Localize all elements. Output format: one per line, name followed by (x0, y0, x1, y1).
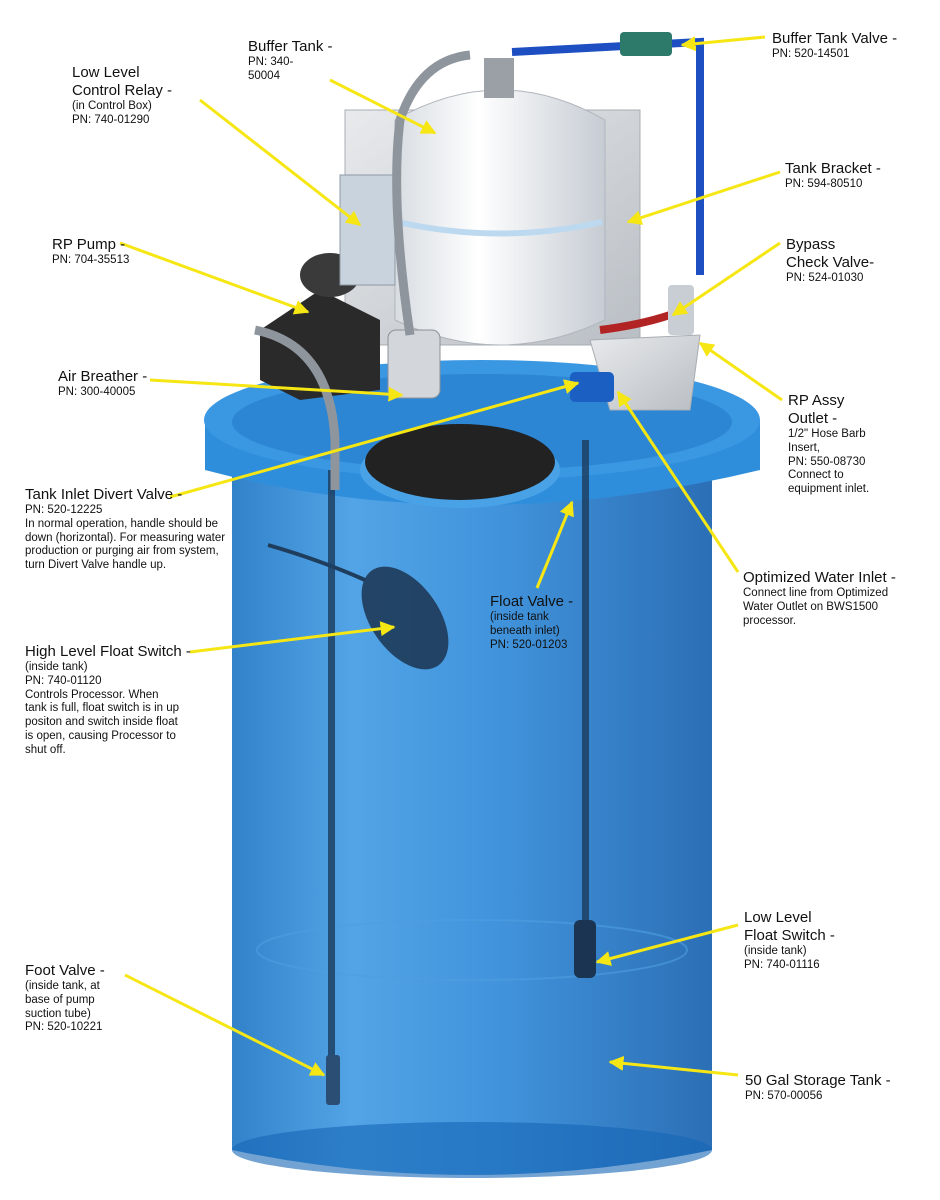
arrow-foot-valve (124, 973, 326, 1077)
label-low-level-float-switch: Low Level Float Switch - (inside tank) P… (744, 909, 835, 973)
label-low-level-relay: Low Level Control Relay - (in Control Bo… (72, 64, 172, 128)
rp-assy-outlet-title: RP Assy Outlet - (788, 392, 845, 427)
rp-assy-outlet-note: 1/2" Hose Barb Insert, PN: 550-08730 Con… (788, 428, 870, 496)
label-rp-pump: RP Pump - PN: 704-35513 (52, 236, 129, 268)
arrow-tank-bracket (626, 170, 781, 225)
label-float-valve: Float Valve - (inside tank beneath inlet… (490, 593, 573, 652)
tank-inlet-divert-pn: PN: 520-12225 (25, 504, 103, 516)
high-level-float-illustration (267, 543, 449, 670)
tank-inlet-divert-note: In normal operation, handle should be do… (25, 517, 226, 572)
buffer-tank-illustration (394, 58, 606, 346)
storage-tank-title: 50 Gal Storage Tank - (745, 1072, 891, 1089)
bypass-check-pn: PN: 524-01030 (786, 272, 864, 284)
air-breather-pn: PN: 300-40005 (58, 386, 136, 398)
low-level-float-title: Low Level Float Switch - (744, 909, 835, 944)
optimized-inlet-note: Connect line from Optimized Water Outlet… (743, 587, 889, 627)
arrow-bypass-check (671, 241, 781, 317)
arrow-optimized-inlet (616, 390, 740, 573)
foot-valve-pn: PN: 520-10221 (25, 1021, 103, 1034)
label-buffer-tank: Buffer Tank - PN: 340- 50004 (248, 38, 333, 84)
buffer-tank-title: Buffer Tank - (248, 38, 333, 55)
rp-pump-illustration (260, 174, 396, 400)
arrow-buffer-tank (329, 78, 437, 135)
low-level-relay-note: (in Control Box) (72, 100, 152, 112)
label-bypass-check-valve: Bypass Check Valve- PN: 524-01030 (786, 236, 874, 286)
label-high-level-float-switch: High Level Float Switch - (inside tank) … (25, 643, 191, 758)
arrow-rp-pump (119, 241, 310, 315)
label-buffer-tank-valve: Buffer Tank Valve - PN: 520-14501 (772, 30, 897, 62)
storage-tank-pn: PN: 570-00056 (745, 1090, 823, 1102)
arrow-air-breather (149, 378, 404, 402)
tank-bracket-pn: PN: 594-80510 (785, 178, 863, 190)
low-level-float-note: (inside tank) (744, 945, 807, 957)
float-valve-note: (inside tank beneath inlet) (490, 611, 560, 637)
label-rp-assy-outlet: RP Assy Outlet - 1/2" Hose Barb Insert, … (788, 392, 869, 497)
buffer-tank-pn: PN: 340- 50004 (248, 56, 294, 82)
buffer-tank-valve-title: Buffer Tank Valve - (772, 30, 898, 47)
rp-pump-pn: PN: 704-35513 (52, 254, 130, 266)
float-valve-title: Float Valve - (490, 593, 574, 610)
bypass-check-title: Bypass Check Valve- (786, 236, 875, 271)
foot-valve-note: (inside tank, at base of pump suction tu… (25, 980, 100, 1020)
arrow-low-level-relay (199, 98, 362, 227)
label-optimized-water-inlet: Optimized Water Inlet - Connect line fro… (743, 569, 896, 628)
buffer-tank-valve-pn: PN: 520-14501 (772, 48, 850, 60)
arrow-buffer-tank-valve (680, 35, 766, 52)
arrow-tank-inlet-divert (169, 379, 580, 499)
arrow-low-level-float (595, 923, 739, 966)
air-breather-title: Air Breather - (58, 368, 148, 385)
tank-bracket-title: Tank Bracket - (785, 160, 881, 177)
rp-pump-title: RP Pump - (52, 236, 126, 253)
arrow-storage-tank (608, 1055, 739, 1077)
foot-valve-title: Foot Valve - (25, 962, 105, 979)
storage-tank-illustration (204, 360, 760, 1178)
low-level-relay-pn: PN: 740-01290 (72, 113, 150, 126)
float-valve-pn: PN: 520-01203 (490, 638, 568, 651)
high-level-float-title: High Level Float Switch - (25, 643, 191, 660)
low-level-float-pn: PN: 740-01116 (744, 958, 820, 971)
tank-inlet-divert-title: Tank Inlet Divert Valve - (25, 486, 183, 503)
arrow-rp-assy-outlet (698, 341, 783, 402)
label-tank-bracket: Tank Bracket - PN: 594-80510 (785, 160, 881, 192)
high-level-float-note: (inside tank) PN: 740-01120 Controls Pro… (25, 661, 180, 756)
label-tank-inlet-divert-valve: Tank Inlet Divert Valve - PN: 520-12225 … (25, 486, 260, 573)
label-foot-valve: Foot Valve - (inside tank, at base of pu… (25, 962, 105, 1035)
arrow-float-valve (535, 500, 574, 589)
callout-arrows (119, 35, 783, 1077)
low-level-relay-title: Low Level Control Relay - (72, 64, 173, 99)
label-storage-tank: 50 Gal Storage Tank - PN: 570-00056 (745, 1072, 891, 1104)
arrow-high-level-float (189, 621, 396, 654)
label-air-breather: Air Breather - PN: 300-40005 (58, 368, 147, 400)
optimized-inlet-title: Optimized Water Inlet - (743, 569, 896, 586)
